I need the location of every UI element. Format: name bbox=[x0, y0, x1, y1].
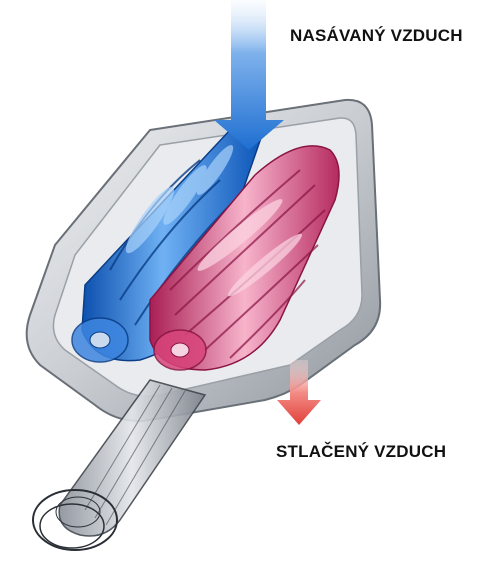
compressed-air-label: STLAČENÝ VZDUCH bbox=[276, 442, 446, 462]
intake-air-label: NASÁVANÝ VZDUCH bbox=[290, 26, 463, 46]
intake-arrow-icon bbox=[214, 0, 284, 150]
